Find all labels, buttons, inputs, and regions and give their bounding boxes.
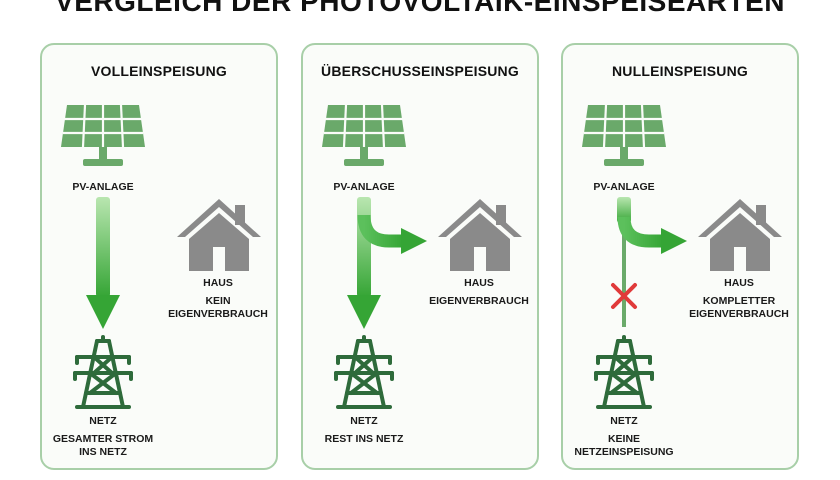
energy-flow-arrows xyxy=(86,197,120,329)
house-note: EIGENVERBRAUCH xyxy=(429,295,529,307)
grid-label: NETZ xyxy=(89,415,117,427)
energy-flow-arrows xyxy=(611,197,687,327)
pv-label: PV-ANLAGE xyxy=(333,181,395,193)
cross-icon xyxy=(611,283,637,309)
pv-label: PV-ANLAGE xyxy=(72,181,134,193)
grid-label: NETZ xyxy=(610,415,638,427)
panel-title: VOLLEINSPEISUNG xyxy=(90,63,228,79)
arrow-head-to-grid xyxy=(86,295,120,329)
house-label: HAUS xyxy=(203,277,233,289)
panel-title: ÜBERSCHUSSEINSPEISUNG xyxy=(321,63,519,79)
solar-panel-icon xyxy=(322,104,406,166)
arrow-head-to-house xyxy=(401,228,427,254)
power-tower-icon xyxy=(594,335,654,409)
power-tower-icon xyxy=(334,335,394,409)
panel-ueberschusseinspeisung: ÜBERSCHUSSEINSPEISUNG PV-ANLAGE HAUS xyxy=(301,43,539,470)
house-icon xyxy=(177,199,261,271)
arrow-head-to-house xyxy=(661,228,687,254)
solar-panel-icon xyxy=(61,104,145,166)
arrow-shaft-to-grid xyxy=(357,197,371,297)
pv-label: PV-ANLAGE xyxy=(593,181,655,193)
house-icon xyxy=(438,199,522,271)
arrow-shaft-to-grid xyxy=(96,197,110,297)
arrow-shaft-to-house xyxy=(617,216,663,248)
page-title: VERGLEICH DER PHOTOVOLTAIK-EINSPEISEARTE… xyxy=(55,0,785,17)
arrow-shaft-top xyxy=(617,197,631,223)
solar-panel-icon xyxy=(582,104,666,166)
panel-title: NULLEINSPEISUNG xyxy=(611,63,748,79)
house-icon xyxy=(698,199,782,271)
grid-note: REST INS NETZ xyxy=(324,433,404,445)
grid-line-blocked xyxy=(622,221,626,327)
arrow-head-to-grid xyxy=(347,295,381,329)
grid-label: NETZ xyxy=(350,415,378,427)
arrow-shaft-to-house xyxy=(357,214,403,248)
house-label: HAUS xyxy=(724,277,754,289)
house-label: HAUS xyxy=(464,277,494,289)
panel-nulleinspeisung: NULLEINSPEISUNG PV-ANLAGE xyxy=(561,43,799,470)
power-tower-icon xyxy=(73,335,133,409)
energy-flow-arrows xyxy=(347,197,427,329)
